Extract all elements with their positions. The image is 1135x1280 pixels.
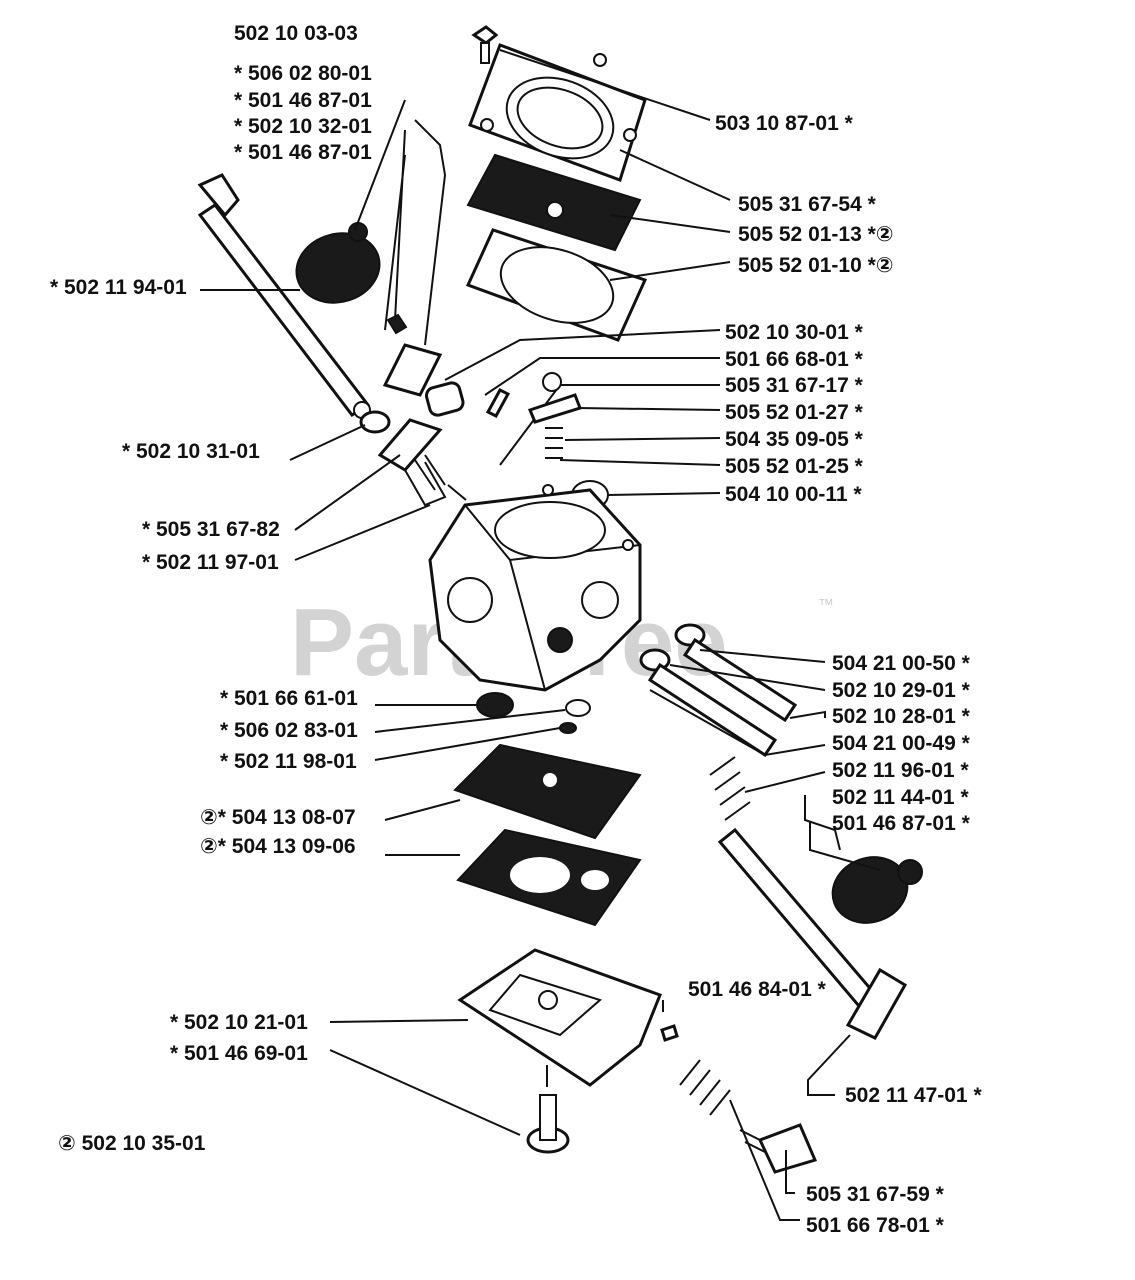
cover-screw	[526, 1065, 570, 1154]
part-label: ②* 504 13 08-07	[200, 806, 356, 829]
part-label: 505 52 01-13 *②	[738, 223, 894, 246]
metering-gasket	[456, 828, 642, 927]
part-label: * 502 11 97-01	[142, 551, 279, 574]
small-screw	[660, 1000, 679, 1042]
part-label: * 502 10 32-01	[234, 115, 372, 138]
part-label: 503 10 87-01 *	[715, 112, 854, 135]
part-label: 504 35 09-05 *	[725, 428, 864, 451]
part-label: 505 52 01-25 *	[725, 455, 864, 478]
part-label: 504 21 00-50 *	[832, 652, 971, 675]
part-label: * 505 31 67-82	[142, 518, 280, 541]
metering-cover	[457, 948, 662, 1087]
part-label: * 502 10 31-01	[122, 440, 260, 463]
part-label: 504 10 00-11 *	[725, 483, 862, 506]
part-label: * 501 46 87-01	[234, 141, 372, 164]
part-label: ② 502 10 35-01	[58, 1132, 206, 1155]
part-label: * 502 11 94-01	[50, 276, 187, 299]
part-label: 504 21 00-49 *	[832, 732, 971, 755]
carburetor-body	[428, 484, 642, 692]
part-label: 502 10 29-01 *	[832, 679, 971, 702]
part-label: * 502 10 21-01	[170, 1011, 308, 1034]
pump-cover	[468, 43, 647, 182]
adjustment-needles	[639, 623, 798, 758]
part-label: 501 46 84-01 *	[688, 978, 827, 1001]
part-label: * 501 46 87-01	[234, 89, 372, 112]
part-label: 505 52 01-10 *②	[738, 254, 894, 277]
trademark-symbol: ™	[818, 597, 834, 614]
part-label: 505 52 01-27 *	[725, 401, 864, 424]
part-label: * 501 66 61-01	[220, 687, 358, 710]
part-label: 505 31 67-59 *	[806, 1183, 945, 1206]
part-label: 502 11 47-01 *	[845, 1084, 982, 1107]
idle-screw-assembly	[679, 1059, 818, 1174]
part-label: 502 10 28-01 *	[832, 705, 971, 728]
top-screw	[471, 25, 499, 64]
part-label: 502 10 03-03	[234, 22, 358, 45]
part-label: 505 31 67-54 *	[738, 193, 877, 216]
choke-lever	[382, 119, 447, 397]
part-label: 501 66 78-01 *	[806, 1214, 945, 1237]
part-label: ②* 504 13 09-06	[200, 835, 356, 858]
part-label: 502 11 44-01 *	[832, 786, 969, 809]
part-label: * 506 02 80-01	[234, 62, 372, 85]
part-label: 505 31 67-17 *	[725, 374, 864, 397]
part-label: 502 11 96-01 *	[832, 759, 969, 782]
part-label: * 506 02 83-01	[220, 719, 358, 742]
pump-gasket	[465, 228, 648, 342]
throttle-valve	[831, 856, 923, 924]
part-number-labels: 502 10 03-03 * 506 02 80-01 * 501 46 87-…	[50, 22, 982, 1237]
part-label: * 502 11 98-01	[220, 750, 357, 773]
leader-lines	[200, 49, 881, 1221]
pump-diaphragm	[466, 153, 642, 252]
part-label: 501 46 87-01 *	[832, 812, 971, 835]
throttle-small-parts	[359, 381, 467, 507]
body-fittings	[476, 692, 591, 734]
choke-shaft	[197, 173, 371, 419]
part-label: 502 10 30-01 *	[725, 321, 864, 344]
part-label: 501 66 68-01 *	[725, 348, 864, 371]
choke-valve	[295, 222, 408, 335]
part-label: * 501 46 69-01	[170, 1042, 308, 1065]
throttle-shaft-right	[709, 756, 908, 1040]
metering-diaphragm	[453, 743, 642, 840]
